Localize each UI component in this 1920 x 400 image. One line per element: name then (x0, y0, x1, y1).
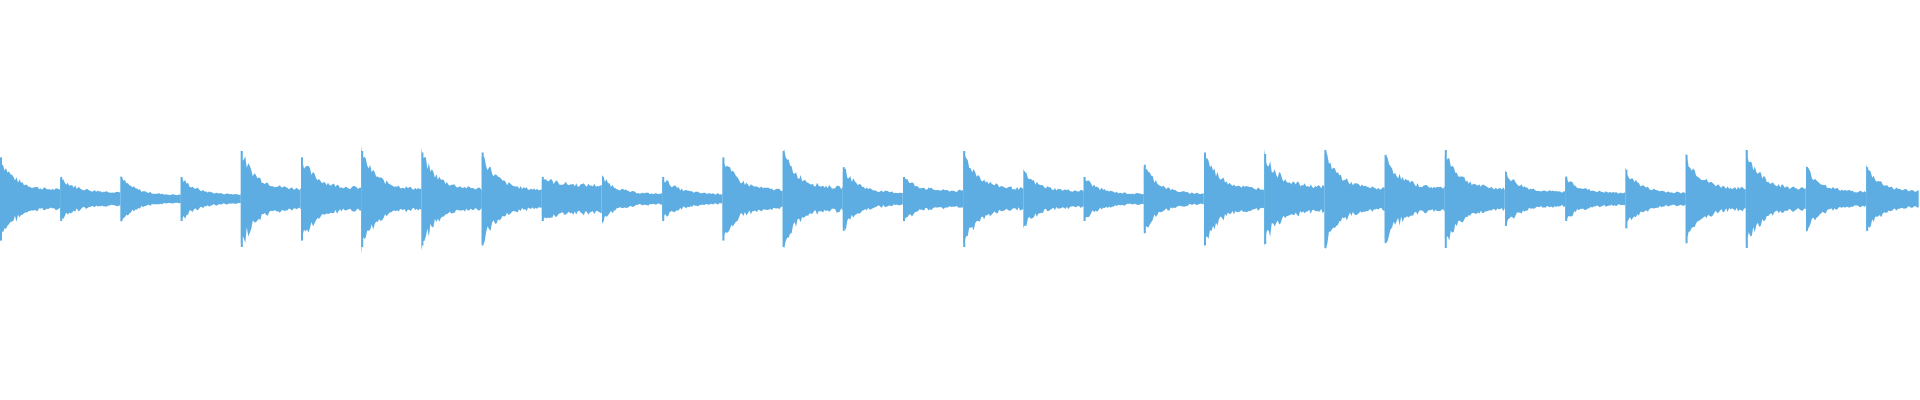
waveform-note-9 (481, 155, 542, 245)
waveform-note-4 (180, 177, 241, 220)
waveform-note-5 (240, 150, 301, 244)
waveform-note-11 (602, 175, 662, 224)
waveform-note-6 (301, 161, 361, 236)
waveform-note-1 (0, 158, 60, 239)
waveform-note-31 (1806, 166, 1866, 233)
waveform-note-10 (541, 178, 602, 220)
waveform-note-19 (1083, 177, 1144, 221)
waveform-note-20 (1143, 167, 1204, 229)
waveform-note-18 (1023, 169, 1084, 229)
waveform-note-21 (1204, 154, 1264, 241)
waveform-note-17 (963, 153, 1024, 244)
waveform-note-28 (1625, 167, 1686, 229)
waveform-note-22 (1264, 148, 1325, 247)
waveform-note-13 (722, 160, 783, 237)
waveform-note-27 (1565, 176, 1626, 221)
waveform-note-7 (361, 145, 422, 255)
waveform-note-2 (60, 178, 121, 220)
waveform-note-12 (662, 180, 723, 218)
waveform-note-29 (1685, 153, 1746, 245)
waveform-note-16 (903, 177, 963, 220)
waveform-segments (0, 145, 1919, 255)
waveform-note-14 (782, 149, 843, 249)
waveform-note-3 (120, 176, 181, 222)
waveform-note-15 (842, 168, 903, 231)
waveform-note-30 (1745, 149, 1806, 245)
waveform-note-23 (1324, 150, 1385, 250)
waveform-note-32 (1866, 164, 1919, 232)
waveform-note-8 (421, 147, 482, 251)
waveform-note-25 (1444, 155, 1505, 241)
waveform-note-26 (1505, 170, 1565, 226)
waveform-note-24 (1384, 155, 1445, 243)
